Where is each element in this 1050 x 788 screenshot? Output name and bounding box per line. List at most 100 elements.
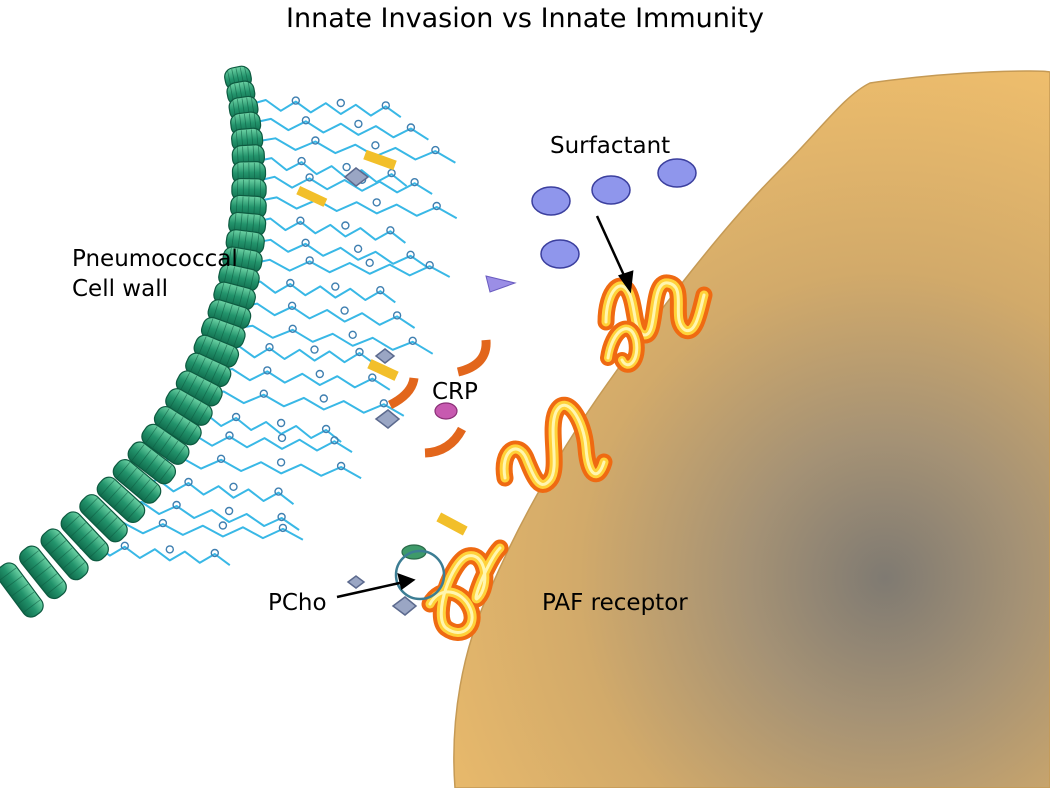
crp-molecules <box>387 339 491 458</box>
pcho-loop <box>371 141 380 150</box>
teichoic-chain <box>203 390 405 417</box>
cell-wall-segment <box>60 511 109 562</box>
pcho-loop <box>287 301 297 310</box>
pcho-loop <box>319 394 328 403</box>
cell-wall-segment <box>40 528 89 581</box>
arrowhead <box>617 270 634 294</box>
teichoic-chain <box>102 521 304 541</box>
teichoic-chain <box>255 137 456 164</box>
surfactant-disc <box>591 175 631 205</box>
pcho-loop <box>376 286 385 295</box>
ligand-bar <box>363 149 397 171</box>
ligand-diamond <box>346 575 366 589</box>
teichoic-chain <box>255 217 407 244</box>
teichoic-chain <box>256 157 408 187</box>
pcho-loop <box>386 226 395 235</box>
paf-receptor <box>421 539 509 641</box>
pcho-loop <box>218 521 228 530</box>
teichoic-chain <box>176 433 353 453</box>
ligand-diamond <box>391 596 418 616</box>
diagram-title: Innate Invasion vs Innate Immunity <box>286 3 764 34</box>
pcho-loop <box>379 399 388 408</box>
ligand-bar <box>367 359 399 381</box>
teichoic-chain <box>245 280 396 304</box>
cell-wall-segment <box>96 476 146 524</box>
pcho-loop <box>353 244 363 254</box>
paf-receptor <box>600 320 645 373</box>
paf-receptors <box>421 274 713 641</box>
chain-ligands <box>296 149 517 616</box>
teichoic-chain <box>256 175 433 195</box>
label-line: Pneumococcal <box>72 246 238 272</box>
pcho-loop <box>321 424 331 434</box>
cell-wall-segment <box>79 494 128 543</box>
arrows <box>336 215 634 599</box>
ligand-oval <box>434 402 458 420</box>
teichoic-chain <box>249 258 451 278</box>
teichoic-chain <box>252 238 429 269</box>
pcho-loop <box>301 238 310 248</box>
pcho-loop <box>330 436 339 445</box>
teichoic-chain <box>190 413 342 443</box>
label-pneumococcal-cell-wall: Pneumococcal Cell wall <box>72 244 238 304</box>
pcho-loop <box>210 548 220 558</box>
pcho-loop <box>348 330 357 339</box>
pcho-loop <box>354 119 363 129</box>
pcho-loop <box>406 250 415 260</box>
pcho-loop <box>288 324 297 333</box>
pcho-loop <box>231 412 241 422</box>
pcho-loop <box>336 461 346 471</box>
pcho-loop <box>297 156 306 166</box>
pcho-loop <box>278 523 288 533</box>
label-line: Cell wall <box>72 276 168 302</box>
pcho-loop <box>276 458 286 467</box>
cell-wall-segment <box>0 562 44 618</box>
teichoic-acid-chains <box>79 96 458 567</box>
pcho-loop <box>355 347 364 357</box>
label-surfactant: Surfactant <box>550 133 671 159</box>
crp-arc <box>424 426 466 458</box>
surfactant-disc <box>540 239 580 269</box>
pcho-highlight-circle <box>394 549 446 601</box>
label-paf-receptor: PAF receptor <box>542 590 688 616</box>
pcho-loop <box>172 500 181 510</box>
pcho-loop <box>331 282 340 291</box>
teichoic-chain <box>253 117 429 141</box>
ligand-diamond <box>374 409 401 429</box>
crp-arc <box>456 339 491 377</box>
pcho-loop <box>392 311 402 320</box>
ligand-bar <box>296 186 328 207</box>
pcho-loop <box>341 221 350 230</box>
pcho-loop <box>340 306 349 315</box>
pneumococcal-cell-wall-graphic <box>0 65 267 618</box>
pcho-loop <box>265 343 274 352</box>
pcho-loop <box>365 258 374 267</box>
pcho-loop <box>431 145 440 155</box>
surfactant-molecules <box>531 158 697 269</box>
pcho-loop <box>165 545 175 554</box>
surfactant-arrow <box>595 215 629 283</box>
teichoic-chain <box>256 196 458 220</box>
ligand-diamond <box>343 167 370 187</box>
pcho-loop <box>274 487 283 496</box>
cell-wall-segment <box>141 423 190 465</box>
ligand-diamond <box>374 348 396 364</box>
pcho-loop <box>336 98 345 108</box>
pcho-loop <box>277 512 286 522</box>
pcho-loop <box>225 431 234 440</box>
pcho-loop <box>216 454 226 463</box>
ligand-bar <box>436 512 468 536</box>
pcho-loop <box>387 168 396 178</box>
cell-wall-segment <box>165 388 213 426</box>
label-pcho: PCho <box>268 590 327 616</box>
teichoic-chain <box>224 345 376 365</box>
pcho-loop <box>342 162 351 172</box>
label-crp: CRP <box>432 379 478 405</box>
pcho-loop <box>311 136 320 145</box>
teichoic-chain <box>214 368 391 391</box>
pcho-loop <box>291 96 300 105</box>
pcho-loop <box>277 433 287 443</box>
pcho-loop <box>305 173 314 182</box>
cell-wall-segment <box>19 545 67 600</box>
